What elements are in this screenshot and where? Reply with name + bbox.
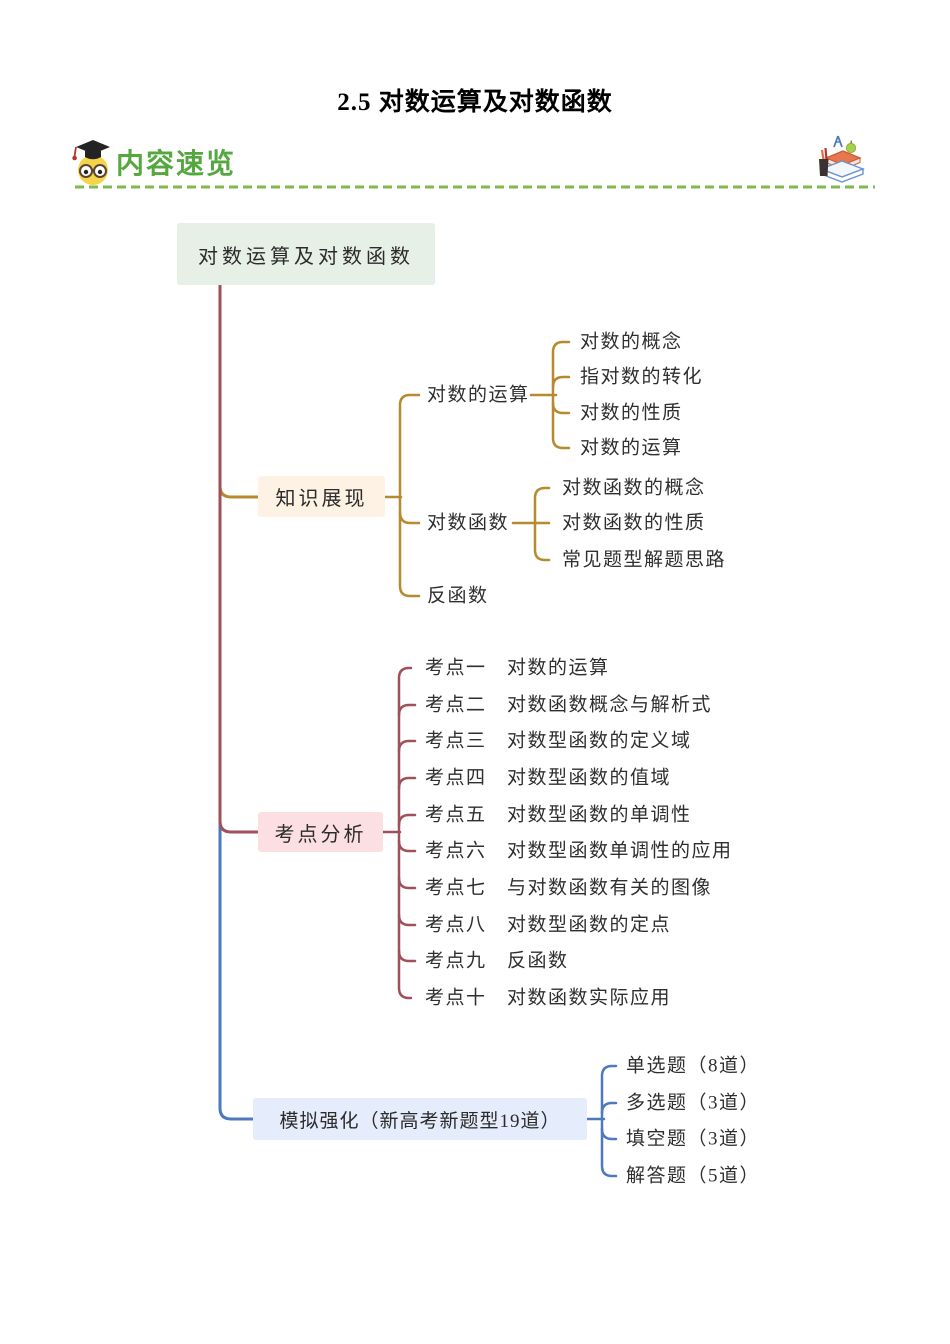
- kaodian-item: 考点七 与对数函数有关的图像: [425, 877, 713, 899]
- trunk-moni-line: [218, 283, 255, 1121]
- mindmap-leaf-label: 对数的运算: [580, 437, 683, 459]
- mindmap-leaf-label: 指对数的转化: [580, 366, 704, 388]
- page-title: 2.5 对数运算及对数函数: [337, 89, 613, 116]
- mindmap-leaf-label: 常见题型解题思路: [562, 549, 727, 571]
- mindmap-leaf-label: 对数的性质: [580, 402, 683, 424]
- mindmap-leaf-label: 对数函数的性质: [562, 512, 706, 534]
- kaodian-item: 考点八 对数型函数的定点: [425, 914, 672, 936]
- kaodian-item: 考点三 对数型函数的定义域: [425, 730, 692, 752]
- knowledge-subnode-label: 对数函数: [427, 512, 510, 534]
- log-operations-bracket-spine: [551, 340, 571, 450]
- moni-bracket-spine: [600, 1064, 618, 1178]
- log-operations-bracket-mid-stub: [551, 401, 571, 415]
- kaodian-item: 考点四 对数型函数的值域: [425, 767, 672, 789]
- kaodian-item: 考点五 对数型函数的单调性: [425, 804, 692, 826]
- branch-knowledge-node: 知识展现: [258, 476, 385, 517]
- trunk-knowledge-line: [218, 283, 260, 499]
- knowledge-bracket-mid-stub: [398, 510, 421, 525]
- question-type-item: 多选题（3道）: [626, 1092, 761, 1114]
- root-node: 对数运算及对数函数: [177, 223, 435, 285]
- mindmap-leaf-label: 对数函数的概念: [562, 477, 706, 499]
- kaodian-bracket-mid-stub: [397, 839, 417, 853]
- books-stack-icon: [819, 135, 865, 183]
- knowledge-subnode-label: 对数的运算: [427, 384, 530, 406]
- question-type-item: 解答题（5道）: [626, 1165, 761, 1187]
- kaodian-bracket-mid-stub: [397, 949, 417, 963]
- section-label: 内容速览: [116, 148, 237, 179]
- knowledge-bracket-spine: [398, 393, 421, 598]
- kaodian-item: 考点一 对数的运算: [425, 657, 610, 679]
- kaodian-item: 考点六 对数型函数单调性的应用: [425, 840, 733, 862]
- kaodian-bracket-mid-stub: [397, 703, 417, 717]
- moni-bracket-mid-stub: [600, 1101, 618, 1115]
- kaodian-item: 考点九 反函数: [425, 950, 569, 972]
- kaodian-bracket-mid-stub: [397, 876, 417, 890]
- question-type-item: 单选题（8道）: [626, 1055, 761, 1077]
- dashed-divider: [75, 185, 875, 189]
- kaodian-item: 考点二 对数函数概念与解析式: [425, 694, 713, 716]
- trunk-kaodian-line: [218, 283, 260, 834]
- branch-kaodian-node: 考点分析: [258, 812, 383, 852]
- kaodian-bracket-spine: [397, 666, 413, 1000]
- question-type-item: 填空题（3道）: [626, 1128, 761, 1150]
- moni-bracket-mid-stub: [600, 1127, 618, 1141]
- kaodian-bracket-mid-stub: [397, 739, 417, 753]
- owl-graduate-icon: [72, 140, 110, 185]
- kaodian-bracket-mid-stub: [397, 776, 417, 790]
- mindmap-leaf-label: 对数的概念: [580, 331, 683, 353]
- kaodian-bracket-mid-stub: [397, 913, 417, 927]
- knowledge-subnode-label: 反函数: [427, 585, 489, 607]
- kaodian-item: 考点十 对数函数实际应用: [425, 987, 672, 1009]
- branch-moni-node: 模拟强化（新高考新题型19道）: [253, 1098, 587, 1140]
- log-operations-bracket-mid-stub: [551, 375, 571, 389]
- kaodian-bracket-mid-stub: [397, 813, 417, 827]
